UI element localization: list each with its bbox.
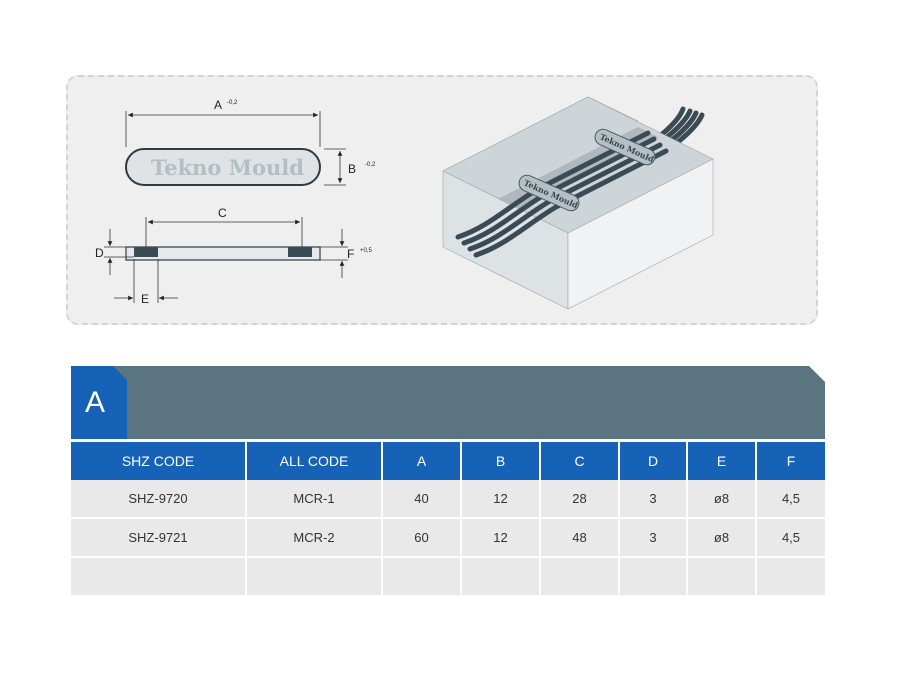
label-d: D <box>95 246 104 260</box>
cell-b <box>461 557 541 597</box>
cell-shz-code <box>71 557 247 597</box>
header-shz-code: SHZ CODE <box>71 442 247 480</box>
table-row <box>71 557 825 597</box>
cell-d: 3 <box>619 480 688 519</box>
cell-all-code <box>246 557 383 597</box>
dimension-d: D <box>95 229 134 275</box>
logo-text: Tekno Mould <box>151 155 304 180</box>
header-d: D <box>619 442 688 480</box>
dimension-f: F +0,5 <box>320 229 373 278</box>
cell-a: 60 <box>382 518 462 558</box>
section-banner <box>71 366 825 439</box>
cell-f: 4,5 <box>756 480 825 519</box>
cell-a <box>382 557 462 597</box>
table-row: SHZ-9721 MCR-2 60 12 48 3 ø8 4,5 <box>71 518 825 558</box>
cell-b: 12 <box>461 518 541 558</box>
tolerance-a: -0,2 <box>227 100 238 106</box>
label-f: F <box>347 247 354 261</box>
cell-e <box>687 557 757 597</box>
cell-shz-code: SHZ-9721 <box>71 518 247 558</box>
cell-d: 3 <box>619 518 688 558</box>
technical-drawing-panel: A -0,2 Tekno Mould B -0,2 C <box>66 75 818 325</box>
plate-top-view: Tekno Mould <box>125 148 321 186</box>
technical-drawing: A -0,2 Tekno Mould B -0,2 C <box>95 96 714 310</box>
header-c: C <box>540 442 620 480</box>
cell-b: 12 <box>461 480 541 519</box>
mould-3d-illustration: Tekno Mould Tekno Mould <box>442 96 714 310</box>
cell-all-code: MCR-2 <box>246 518 383 558</box>
cell-c: 28 <box>540 480 620 519</box>
tolerance-b: -0,2 <box>365 162 376 168</box>
plate-side-view <box>125 246 321 261</box>
section-badge: A <box>71 366 127 439</box>
dimension-e: E <box>114 259 178 306</box>
cell-a: 40 <box>382 480 462 519</box>
cell-d <box>619 557 688 597</box>
tolerance-f: +0,5 <box>360 248 373 254</box>
header-e: E <box>687 442 757 480</box>
table-row: SHZ-9720 MCR-1 40 12 28 3 ø8 4,5 <box>71 480 825 519</box>
header-all-code: ALL CODE <box>246 442 383 480</box>
label-b: B <box>348 162 356 176</box>
header-f: F <box>756 442 825 480</box>
dimension-c: C <box>145 206 303 249</box>
cell-e: ø8 <box>687 518 757 558</box>
cell-c <box>540 557 620 597</box>
label-c: C <box>218 206 227 220</box>
dimension-b: B -0,2 <box>324 148 376 186</box>
cell-c: 48 <box>540 518 620 558</box>
label-e: E <box>141 292 149 306</box>
spec-table: SHZ CODE ALL CODE A B C D E F SHZ-9720 M… <box>71 442 825 597</box>
dimension-a: A -0,2 <box>125 98 321 147</box>
cell-e: ø8 <box>687 480 757 519</box>
header-b: B <box>461 442 541 480</box>
cell-all-code: MCR-1 <box>246 480 383 519</box>
cell-shz-code: SHZ-9720 <box>71 480 247 519</box>
cell-f <box>756 557 825 597</box>
cell-f: 4,5 <box>756 518 825 558</box>
table-header-row: SHZ CODE ALL CODE A B C D E F <box>71 442 825 480</box>
header-a: A <box>382 442 462 480</box>
label-a: A <box>214 98 222 112</box>
